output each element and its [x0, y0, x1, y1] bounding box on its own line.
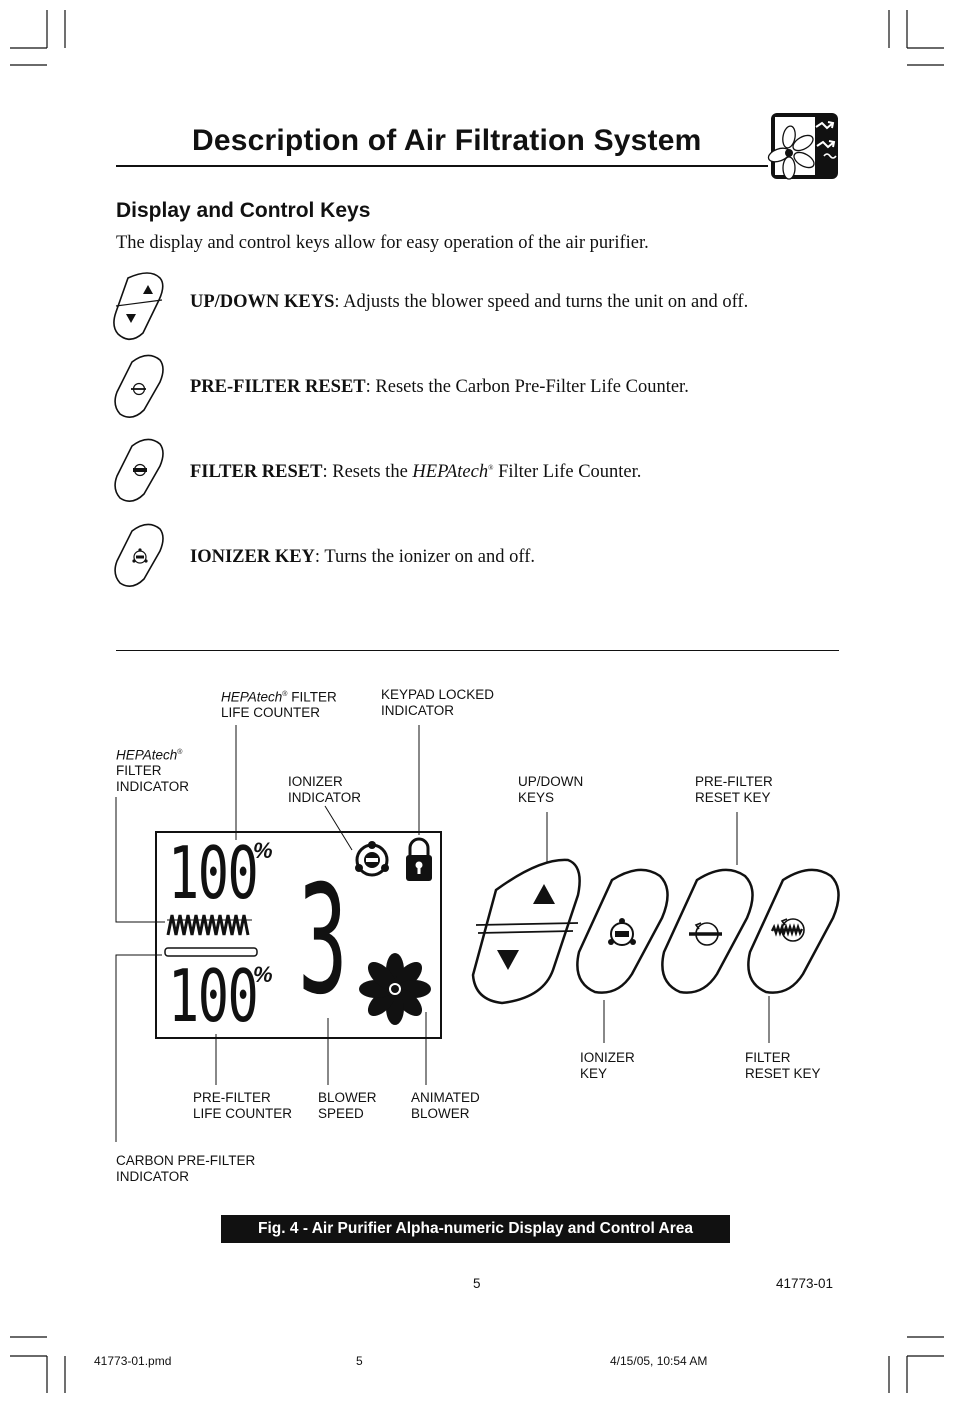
label-ionizer-indicator: IONIZER INDICATOR [288, 774, 362, 805]
key-sep: : [365, 377, 371, 397]
key-desc-text: Adjusts the blower speed and turns the u… [339, 292, 749, 312]
label-carbon-prefilter-indicator: CARBON PRE-FILTER INDICATOR [116, 1153, 256, 1184]
hepatech-brand: HEPAtech [412, 462, 489, 482]
label-text: FILTER [287, 689, 337, 705]
registered-mark: ® [488, 463, 494, 472]
key-name-filter-reset: FILTER RESET [190, 462, 323, 482]
label-updown-keys: UP/DOWN KEYS [518, 774, 584, 805]
registered-mark: ® [282, 691, 288, 698]
percent-sign-bottom: % [253, 962, 273, 987]
label-hepatech-filter-indicator: HEPAtech® FILTER INDICATOR [116, 745, 189, 794]
label-animated-blower: ANIMATED BLOWER [411, 1090, 480, 1121]
footer-timestamp: 4/15/05, 10:54 AM [610, 1354, 708, 1368]
key-sep: : [334, 292, 340, 312]
figure-caption: Fig. 4 - Air Purifier Alpha-numeric Disp… [221, 1215, 730, 1243]
key-desc-filter-reset: FILTER RESET: Resets the HEPAtech® Filte… [190, 462, 641, 483]
hepatech-filter-life-counter-value: 100 [168, 831, 259, 915]
percent-sign-top: % [253, 838, 273, 863]
label-blower-speed: BLOWER SPEED [318, 1090, 377, 1121]
label-ionizer-key: IONIZER KEY [580, 1050, 635, 1081]
doc-id: 41773-01 [776, 1276, 834, 1291]
key-desc-prefilter-reset: PRE-FILTER RESET: Resets the Carbon Pre-… [190, 377, 689, 398]
label-text: FILTER INDICATOR [116, 763, 190, 794]
key-name-prefilter-reset: PRE-FILTER RESET [190, 377, 366, 397]
footer-page: 5 [356, 1354, 363, 1368]
key-desc-ionizer: IONIZER KEY: Turns the ionizer on and of… [190, 547, 535, 568]
registered-mark: ® [177, 749, 183, 756]
hepatech-brand: HEPAtech [116, 747, 178, 763]
label-prefilter-life-counter: PRE-FILTER LIFE COUNTER [193, 1090, 293, 1121]
label-filter-reset-key: FILTER RESET KEY [745, 1050, 821, 1081]
key-desc-text: Resets the Carbon Pre-Filter Life Counte… [370, 377, 689, 397]
key-desc-text: Resets the [327, 462, 413, 482]
key-sep: : [314, 547, 321, 567]
footer-file: 41773-01.pmd [94, 1354, 172, 1368]
key-desc-text: Turns the ionizer on and off. [320, 547, 536, 567]
key-name-updown: UP/DOWN KEYS [190, 292, 335, 312]
label-prefilter-reset-key: PRE-FILTER RESET KEY [695, 774, 773, 805]
hepatech-brand: HEPAtech [221, 689, 283, 705]
blower-speed-value: 3 [298, 854, 348, 1028]
prefilter-life-counter-value: 100 [168, 954, 259, 1038]
label-keypad-locked: KEYPAD LOCKED INDICATOR [381, 687, 495, 718]
title-rule [116, 165, 768, 167]
key-desc-text: Filter Life Counter. [493, 462, 642, 482]
page-number: 5 [473, 1276, 481, 1291]
key-sep: : [322, 462, 328, 482]
key-desc-updown: UP/DOWN KEYS: Adjusts the blower speed a… [190, 292, 748, 313]
page-title: Description of Air Filtration System [192, 124, 702, 157]
label-text: LIFE COUNTER [221, 705, 321, 720]
key-name-ionizer: IONIZER KEY [190, 547, 315, 567]
section-divider [116, 650, 839, 651]
intro-text: The display and control keys allow for e… [116, 233, 649, 253]
section-heading: Display and Control Keys [116, 199, 371, 222]
